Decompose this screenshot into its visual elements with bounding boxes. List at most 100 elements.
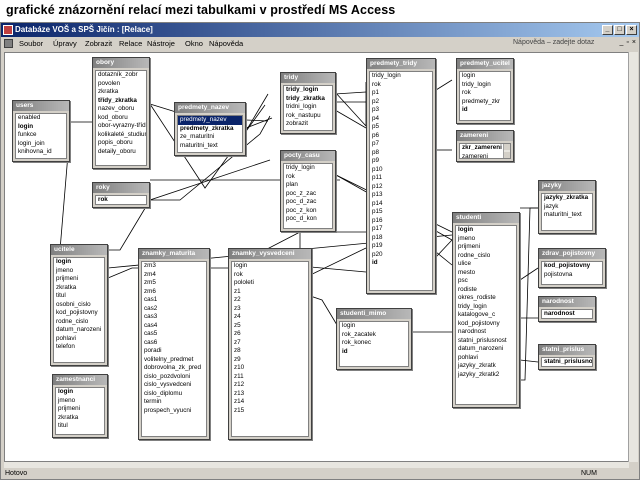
table-title[interactable]: pocty_casu <box>281 151 335 161</box>
field-item[interactable]: obor-vyrazny-tříd <box>98 122 146 129</box>
field-item[interactable]: login <box>458 226 474 233</box>
field-item[interactable]: titul <box>56 292 66 299</box>
field-item[interactable]: p8 <box>372 148 380 156</box>
field-item[interactable]: p11 <box>372 174 383 181</box>
field-list-scrollbar[interactable] <box>503 144 510 158</box>
field-item[interactable]: predmety_nazev <box>178 116 242 125</box>
table-title[interactable]: studenti <box>453 213 519 223</box>
field-item[interactable]: rok <box>234 270 243 278</box>
table-title[interactable]: predmety_tridy <box>367 59 435 69</box>
field-item[interactable]: okres_rodiste <box>458 294 496 301</box>
field-item[interactable]: cas4 <box>144 321 158 329</box>
field-item[interactable]: jazyky_zkratka <box>544 194 589 201</box>
table-title[interactable]: obory <box>93 58 149 68</box>
field-item[interactable]: zm5 <box>144 279 156 286</box>
maximize-button[interactable]: □ <box>614 25 625 35</box>
field-item[interactable]: jazyky_zkratk <box>458 362 496 369</box>
field-item[interactable]: z14 <box>234 398 245 405</box>
field-item[interactable]: p6 <box>372 131 380 139</box>
field-item[interactable]: pohlavi <box>458 353 478 361</box>
field-item[interactable]: zm3 <box>144 262 156 269</box>
field-item[interactable]: prijmeni <box>458 243 481 250</box>
help-search-input[interactable]: Nápověda – zadejte dotaz <box>513 39 595 46</box>
field-item[interactable]: z3 <box>234 304 241 312</box>
field-item[interactable]: zkratka <box>98 88 119 95</box>
field-item[interactable]: poc_z_kon <box>286 206 317 214</box>
menu-upravy[interactable]: Úpravy <box>53 39 77 48</box>
field-item[interactable]: jmeno <box>56 266 74 274</box>
field-item[interactable]: datum_narozeni <box>458 345 504 352</box>
field-item[interactable]: detaily_oboru <box>98 147 136 155</box>
field-item[interactable]: tridy_login <box>458 302 487 310</box>
field-item[interactable]: zm4 <box>144 270 156 278</box>
table-title[interactable]: znamky_maturita <box>139 249 209 259</box>
field-item[interactable]: cas5 <box>144 330 158 337</box>
field-item[interactable]: poc_z_zac <box>286 189 317 197</box>
field-item[interactable]: tridni_login <box>286 103 317 110</box>
horizontal-scrollbar[interactable] <box>4 462 629 468</box>
field-item[interactable]: p4 <box>372 114 380 122</box>
field-item[interactable]: narodnost <box>458 328 487 335</box>
field-item[interactable]: datum_narozeni <box>56 326 102 333</box>
field-item[interactable]: kod_pojistovny <box>458 319 500 327</box>
field-item[interactable]: zobrazit <box>286 120 309 127</box>
doc-close-button[interactable]: × <box>631 39 636 46</box>
field-item[interactable]: z12 <box>234 381 245 388</box>
field-item[interactable]: p16 <box>372 216 383 224</box>
field-item[interactable]: login <box>56 258 72 265</box>
field-item[interactable]: p3 <box>372 106 380 113</box>
field-item[interactable]: zkr_zamereni <box>462 144 502 151</box>
field-item[interactable]: cas1 <box>144 296 158 303</box>
field-item[interactable]: rok_konec <box>342 339 372 346</box>
table-title[interactable]: roky <box>93 183 149 193</box>
scroll-down-arrow-icon[interactable] <box>504 152 510 158</box>
table-window-narodnost[interactable]: narodnost narodnost <box>538 296 596 322</box>
field-item[interactable]: rodne_cislo <box>56 317 89 325</box>
field-item[interactable]: tridy_zkratka <box>286 94 325 102</box>
field-item[interactable]: kolikaleté_studium <box>98 130 146 138</box>
field-item[interactable]: narodnost <box>544 310 575 317</box>
field-item[interactable]: pojistovna <box>544 270 573 278</box>
field-item[interactable]: tridy_login <box>372 72 401 79</box>
field-item[interactable]: poradi <box>144 347 162 354</box>
field-item[interactable]: z9 <box>234 355 241 363</box>
field-item[interactable]: z15 <box>234 406 245 414</box>
field-item[interactable]: predmety_zkratka <box>180 124 234 132</box>
field-item[interactable]: login <box>18 122 34 130</box>
table-title[interactable]: zamestnanci <box>53 375 107 385</box>
field-item[interactable]: termin <box>144 398 162 405</box>
field-item[interactable]: zamereni <box>462 152 488 159</box>
field-item[interactable]: kod_pojistovny <box>56 309 98 316</box>
table-title[interactable]: narodnost <box>539 297 595 307</box>
field-item[interactable]: p20 <box>372 250 383 258</box>
field-item[interactable]: z2 <box>234 296 241 303</box>
field-item[interactable]: rok_nastupu <box>286 111 321 119</box>
field-item[interactable]: predmety_zkr <box>462 97 501 105</box>
field-item[interactable]: maturitni_text <box>544 211 582 218</box>
doc-restore-button[interactable]: ▫ <box>626 39 629 46</box>
field-item[interactable]: jmeno <box>58 396 76 404</box>
field-item[interactable]: rok_zacatek <box>342 330 376 338</box>
menu-zobrazit[interactable]: Zobrazit <box>85 39 113 48</box>
field-item[interactable]: prijmeni <box>56 275 79 282</box>
table-title[interactable]: users <box>13 101 69 111</box>
field-item[interactable]: rok <box>98 196 108 203</box>
field-item[interactable]: rodiste <box>458 285 477 293</box>
window-titlebar[interactable]: Databáze VOŠ a SPŠ Jičín : [Relace] _ □ … <box>1 23 639 37</box>
field-item[interactable]: jazyk <box>544 202 559 210</box>
table-title[interactable]: statni_prislus <box>539 345 595 355</box>
field-item[interactable]: p17 <box>372 225 383 232</box>
